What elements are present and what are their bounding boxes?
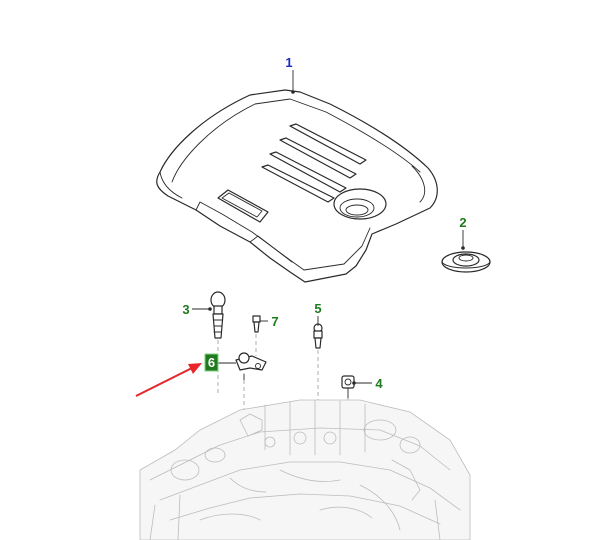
callout-7[interactable]: 7 bbox=[271, 314, 278, 329]
grommet-part bbox=[441, 251, 491, 273]
callout-3[interactable]: 3 bbox=[182, 302, 189, 317]
callout-5[interactable]: 5 bbox=[314, 301, 321, 316]
callout-6[interactable]: 6 bbox=[208, 355, 215, 370]
sensor-part-4 bbox=[341, 375, 355, 399]
engine-block bbox=[139, 399, 471, 540]
callout-4[interactable]: 4 bbox=[375, 376, 383, 391]
callout-6-highlight[interactable]: 6 bbox=[204, 353, 219, 372]
bracket-part-6 bbox=[235, 352, 267, 381]
highlight-arrow bbox=[135, 363, 202, 397]
screw-part-7 bbox=[252, 315, 261, 333]
sensor-part-5 bbox=[313, 323, 323, 349]
sensor-part-3 bbox=[210, 291, 226, 339]
callout-1[interactable]: 1 bbox=[285, 55, 292, 70]
callout-2[interactable]: 2 bbox=[459, 215, 466, 230]
engine-cover bbox=[156, 89, 438, 283]
